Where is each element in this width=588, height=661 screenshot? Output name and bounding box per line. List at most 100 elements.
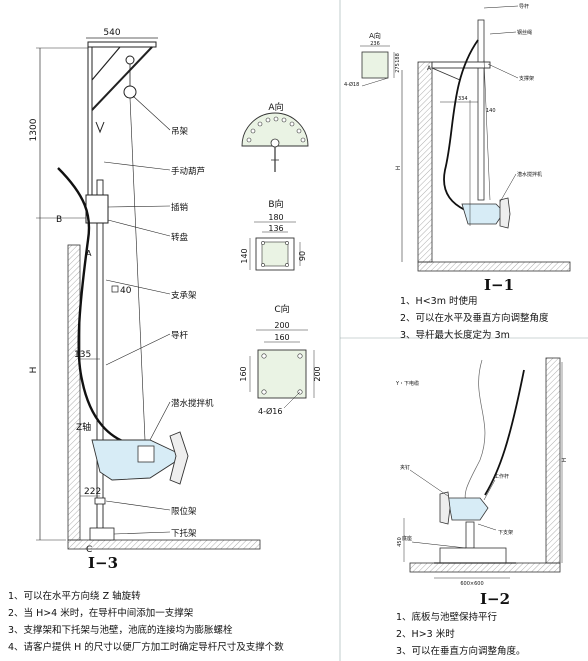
- i2-pool-wall: [545, 357, 561, 564]
- panel-i1-title: I−1: [484, 276, 515, 294]
- i3-callout-hanger: 吊架: [171, 127, 189, 137]
- i3-label-a: A: [86, 249, 92, 258]
- view-c-dim-200-top: 200: [274, 321, 289, 330]
- i2-base-plate: [439, 547, 507, 564]
- i1-small-dim-2: 275: [395, 63, 401, 73]
- i3-mixer: [91, 431, 189, 485]
- view-b: [249, 221, 301, 271]
- i3-crane-beam: [87, 41, 157, 48]
- i3-dim-222: 222: [84, 487, 101, 497]
- i3-dim-h: H: [29, 367, 39, 374]
- i3-label-b: B: [56, 215, 62, 225]
- i1-guide-rod: [477, 19, 485, 201]
- i1-small-dim-1: 236: [370, 41, 380, 47]
- i3-dim-40: 40: [120, 286, 132, 296]
- i2-note-1: 1、底板与池壁保持平行: [396, 612, 498, 623]
- view-b-dim-136: 136: [268, 224, 283, 233]
- i2-callout-clamp: 夹钉: [400, 464, 410, 471]
- i1-dim-140: 140: [486, 108, 496, 114]
- i3-hand-hoist: [123, 85, 137, 99]
- i1-pool-wall: [417, 61, 433, 263]
- i1-small-dim-3: 188: [395, 53, 401, 63]
- view-c-dim-200-side: 200: [313, 366, 322, 381]
- i2-cable-label: Y・下电缆: [395, 380, 419, 387]
- i2-pool-floor: [409, 562, 561, 573]
- panel-i3-drawing: [36, 37, 261, 550]
- i3-note-2: 2、当 H>4 米时，在导杆中间添加一支撑架: [8, 608, 194, 619]
- i3-guide-rod: [96, 179, 104, 541]
- panel-i3-text: 540 1300 H 135 222 40 C B A Z轴 吊架 手动葫芦 插…: [29, 28, 214, 555]
- i2-callout-lower-bracket: 下支架: [498, 529, 513, 536]
- i2-note-3: 3、可以在垂直方向调整角度。: [396, 646, 526, 657]
- i3-power-cable: [57, 167, 136, 447]
- i1-small-holes: 4-Ø18: [344, 81, 359, 88]
- i1-callout-guide-rod: 导杆: [519, 3, 529, 10]
- view-b-dim-140: 140: [240, 248, 249, 263]
- i3-note-1: 1、可以在水平方向绕 Z 轴旋转: [8, 591, 141, 602]
- i3-pool-floor: [67, 539, 261, 550]
- i1-dim-334: 334: [458, 96, 468, 102]
- i2-power-cable: [484, 369, 525, 496]
- panel-i3-notes: 1、可以在水平方向绕 Z 轴旋转 2、当 H>4 米时，在导杆中间添加一支撑架 …: [8, 588, 284, 656]
- i3-pool-wall: [67, 244, 81, 541]
- i1-dim-h: H: [395, 166, 402, 171]
- i2-stand: [465, 521, 475, 549]
- i3-callout-support-frame: 支承架: [171, 290, 197, 301]
- i1-small-view-title: A向: [369, 31, 381, 40]
- i3-callout-mixer: 潜水搅拌机: [171, 398, 214, 409]
- view-b-dim-180: 180: [268, 213, 283, 222]
- i3-lower-bracket: [89, 527, 115, 541]
- i1-note-3: 3、导杆最大长度定为 3m: [400, 330, 510, 341]
- i3-callout-pin: 插销: [171, 202, 189, 213]
- panel-i2-notes: 1、底板与池壁保持平行 2、H>3 米时 3、可以在垂直方向调整角度。: [396, 609, 526, 660]
- panel-i1-drawing: [401, 5, 571, 272]
- i1-callout-wire-rope: 钢丝绳: [517, 29, 532, 36]
- i2-dim-side: 450: [397, 537, 403, 547]
- view-c-title: C向: [274, 303, 289, 315]
- i3-callout-lower-bracket: 下托架: [171, 528, 197, 539]
- view-c-dim-160-top: 160: [274, 333, 289, 342]
- view-a: [241, 112, 309, 172]
- view-c-holes: 4-Ø16: [258, 406, 282, 416]
- i1-note-2: 2、可以在水平及垂直方向调整角度: [400, 313, 549, 324]
- i3-callout-guide-rod: 导杆: [171, 330, 189, 341]
- view-c: [249, 329, 315, 409]
- i3-label-c: C: [86, 545, 92, 555]
- i1-support-frame: [431, 61, 491, 69]
- i3-label-z-axis: Z轴: [76, 421, 91, 433]
- panel-i3-title: I−3: [88, 554, 119, 572]
- i1-label-a: A: [427, 65, 432, 72]
- i3-crane-brace: [91, 46, 153, 111]
- panel-i1-small-view: [360, 45, 395, 87]
- i2-dim-base: 600×600: [460, 581, 483, 587]
- view-c-dim-160-side: 160: [239, 366, 248, 381]
- i1-callout-mixer: 潜水搅拌机: [517, 171, 542, 178]
- i1-mixer: [461, 197, 511, 229]
- i2-callout-base: 底座: [402, 535, 412, 542]
- i3-callout-turntable: 转盘: [171, 232, 189, 243]
- i3-dim-1300: 1300: [29, 118, 39, 141]
- i3-hoist-chain: [129, 97, 146, 441]
- i3-callout-hand-hoist: 手动葫芦: [171, 166, 205, 177]
- i3-callout-limit-frame: 限位架: [171, 506, 197, 517]
- i2-note-2: 2、H>3 米时: [396, 629, 455, 640]
- i3-note-4: 4、请客户提供 H 的尺寸以便厂方加工时确定导杆尺寸及支撑个数: [8, 642, 284, 653]
- i1-power-cable: [443, 39, 479, 211]
- i1-callout-support-frame: 支撑架: [519, 75, 534, 82]
- panel-i2-title: I−2: [480, 590, 511, 608]
- i2-dim-h: H: [561, 458, 568, 463]
- i3-dim-135: 135: [74, 350, 91, 360]
- i2-callout-work-rod: 工作杆: [494, 473, 509, 480]
- i1-pool-floor: [417, 261, 571, 272]
- panel-i1-notes: 1、H<3m 时使用 2、可以在水平及垂直方向调整角度 3、导杆最大长度定为 3…: [400, 293, 549, 344]
- i3-hoist-pulley: [125, 55, 135, 65]
- i3-dim-540: 540: [103, 28, 120, 38]
- i3-limit-frame: [94, 497, 106, 505]
- view-b-title: B向: [268, 198, 283, 210]
- i3-note-3: 3、支撑架和下托架与池壁，池底的连接均为膨胀螺栓: [8, 625, 233, 636]
- view-b-dim-90: 90: [298, 251, 307, 261]
- panel-i2-drawing: [403, 357, 563, 579]
- view-a-title: A向: [268, 101, 283, 113]
- i1-note-1: 1、H<3m 时使用: [400, 296, 478, 307]
